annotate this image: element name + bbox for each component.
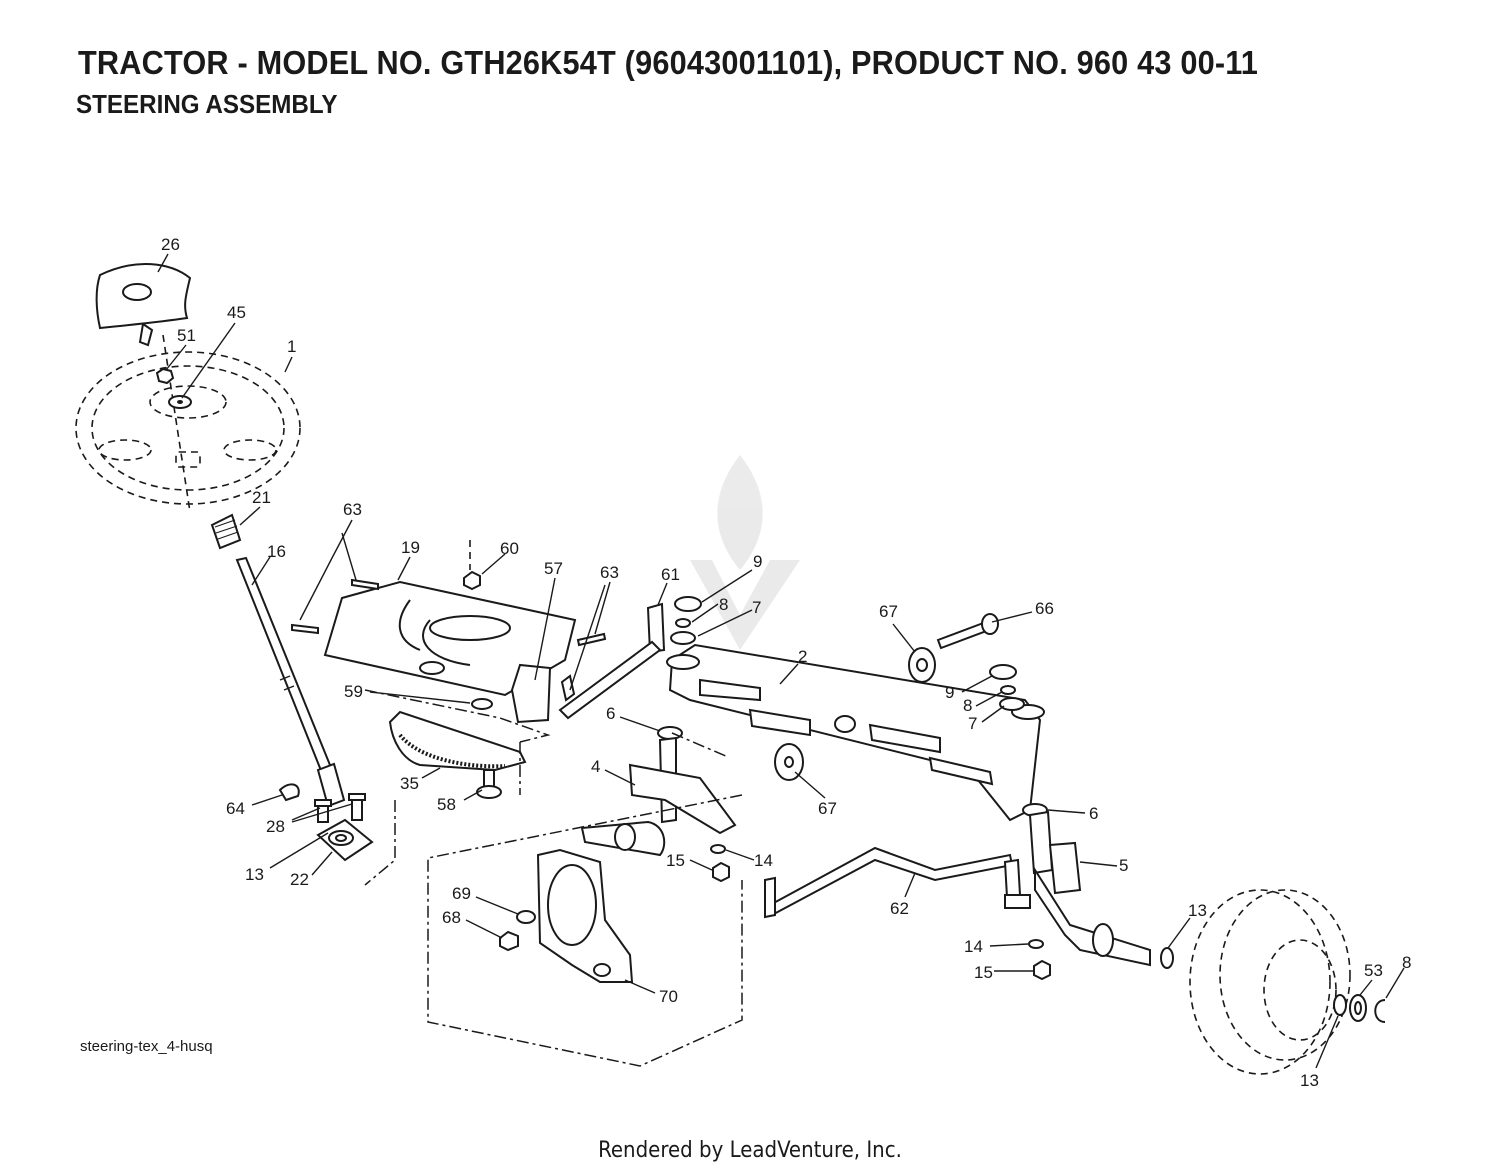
callout-45: 45 — [227, 303, 246, 322]
steering-shaft-16-part — [235, 556, 346, 808]
callout-67-bottom: 67 — [818, 799, 837, 818]
callout-7-left: 7 — [752, 598, 761, 617]
leader-lines — [157, 253, 1405, 1069]
callout-69: 69 — [452, 884, 471, 903]
assembly-outline-a — [364, 689, 551, 886]
spindle-5-part — [1004, 810, 1151, 967]
callout-15-right: 15 — [974, 963, 993, 982]
spacer-67b-part — [774, 743, 804, 781]
pivot-bolt-66-part — [936, 613, 999, 650]
callout-68: 68 — [442, 908, 461, 927]
callout-14-right: 14 — [964, 937, 983, 956]
callout-6-left: 6 — [606, 704, 615, 723]
callout-8-left: 8 — [719, 595, 728, 614]
washer-14b-part — [1028, 939, 1044, 949]
washer-7b-part — [999, 697, 1025, 711]
bearing-flange-22-part — [316, 818, 374, 862]
bolt-58-part — [476, 769, 502, 799]
ring-8b-part — [1000, 685, 1016, 695]
washer-69-part — [516, 910, 536, 924]
callout-53: 53 — [1364, 961, 1383, 980]
callout-63-left: 63 — [343, 500, 362, 519]
front-wheel-part — [1189, 889, 1351, 1075]
callout-6-right: 6 — [1089, 804, 1098, 823]
clip-8c-part — [1374, 999, 1386, 1023]
callout-35: 35 — [400, 774, 419, 793]
callout-70: 70 — [659, 987, 678, 1006]
callout-7-right: 7 — [968, 714, 977, 733]
bolt-63b-part — [576, 632, 607, 647]
callout-21: 21 — [252, 488, 271, 507]
nut-68-part — [499, 930, 519, 952]
callout-62: 62 — [890, 899, 909, 918]
washer-53-part — [1349, 994, 1367, 1022]
callout-59: 59 — [344, 682, 363, 701]
rod-61-part — [646, 602, 666, 654]
washer-13b-part — [1160, 947, 1174, 969]
callout-5: 5 — [1119, 856, 1128, 875]
callout-58: 58 — [437, 795, 456, 814]
callout-13-left: 13 — [245, 865, 264, 884]
callout-63-right: 63 — [600, 563, 619, 582]
horn-cap-part — [95, 263, 192, 347]
washer-13c-part — [1333, 994, 1347, 1016]
ring-8a-part — [675, 618, 691, 628]
callout-60: 60 — [500, 539, 519, 558]
callout-labels: 26 45 51 1 21 16 63 19 60 57 63 61 9 8 7… — [161, 235, 1411, 1090]
washer-7a-part — [670, 631, 696, 645]
steering-wheel-part — [75, 334, 301, 513]
clip-64-part — [278, 783, 300, 802]
callout-4: 4 — [591, 757, 600, 776]
watermark-logo — [690, 455, 800, 650]
support-plate-19-part — [323, 580, 577, 697]
callout-14-left: 14 — [754, 851, 773, 870]
washer-59-part — [471, 698, 493, 710]
callout-8-right: 8 — [963, 696, 972, 715]
callout-9-left: 9 — [753, 552, 762, 571]
nut-51-part — [155, 367, 175, 385]
washer-14a-part — [710, 844, 726, 854]
callout-67-top: 67 — [879, 602, 898, 621]
nut-15a-part — [712, 861, 730, 883]
callout-26: 26 — [161, 235, 180, 254]
washer-45-part — [168, 395, 192, 409]
callout-51: 51 — [177, 326, 196, 345]
front-axle-2-part — [666, 643, 1045, 822]
spindle-4-part — [580, 736, 737, 857]
callout-2: 2 — [798, 647, 807, 666]
diagram-id-label: steering-tex_4-husq — [80, 1038, 213, 1055]
bushing-21-part — [210, 513, 242, 550]
callout-28: 28 — [266, 817, 285, 836]
callout-66: 66 — [1035, 599, 1054, 618]
tie-rod-short-part — [558, 640, 662, 720]
assembly-outline-b — [427, 732, 743, 1067]
page-subtitle: STEERING ASSEMBLY — [76, 89, 338, 119]
spacer-67a-part — [908, 647, 936, 683]
callout-8-wheel: 8 — [1402, 953, 1411, 972]
callout-9-right: 9 — [945, 683, 954, 702]
callout-16: 16 — [267, 542, 286, 561]
tie-rod-62-part — [764, 846, 1022, 919]
cap-9a-part — [674, 596, 702, 612]
nut-60-part — [463, 540, 481, 591]
cap-9b-part — [989, 664, 1017, 680]
callout-19: 19 — [401, 538, 420, 557]
sector-gear-35-part — [388, 710, 527, 772]
nut-15b-part — [1033, 959, 1051, 981]
callout-13-bottom: 13 — [1300, 1071, 1319, 1090]
callout-61: 61 — [661, 565, 680, 584]
callout-64: 64 — [226, 799, 245, 818]
callout-57: 57 — [544, 559, 563, 578]
bolt-63a-part — [291, 578, 379, 635]
skid-plate-70-part — [536, 848, 634, 983]
bushing-6a-part — [657, 726, 683, 740]
callout-22: 22 — [290, 870, 309, 889]
callout-15-left: 15 — [666, 851, 685, 870]
page-title: TRACTOR - MODEL NO. GTH26K54T (960430011… — [78, 44, 1259, 81]
callout-13-mid: 13 — [1188, 901, 1207, 920]
callout-1: 1 — [287, 337, 296, 356]
rendered-by-footer: Rendered by LeadVenture, Inc. — [598, 1138, 902, 1163]
bracket-57-part — [510, 663, 576, 724]
